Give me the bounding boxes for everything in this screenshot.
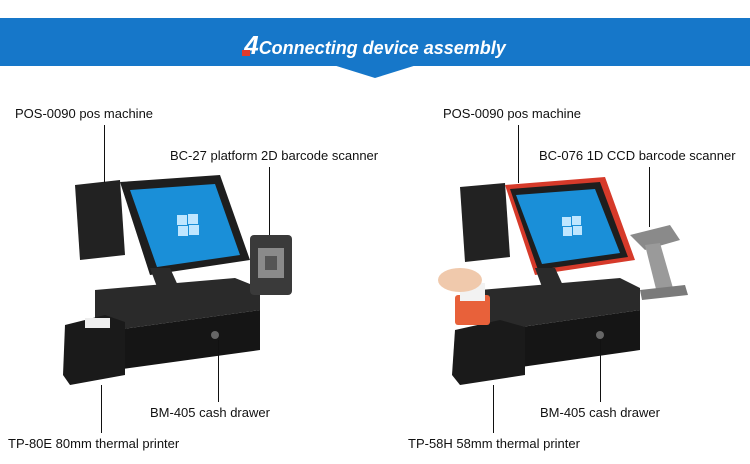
- left-printer-label: TP-80E 80mm thermal printer: [8, 436, 180, 451]
- section-title-text: Connecting device assembly: [258, 38, 506, 58]
- section-title: 4Connecting device assembly: [0, 30, 750, 61]
- section-number: 4: [244, 30, 259, 60]
- customer-display-left: [75, 180, 125, 260]
- left-drawer-leader: [218, 340, 219, 402]
- banner-notch: [330, 64, 420, 78]
- right-pos-label: POS-0090 pos machine: [443, 106, 582, 121]
- hand-illustration: [438, 268, 482, 292]
- pos-screen-right: [505, 177, 635, 295]
- right-setup-illustration: [438, 177, 688, 385]
- customer-display-right: [460, 183, 510, 262]
- left-pos-leader: [104, 125, 105, 183]
- platform-scanner-left: [250, 235, 292, 295]
- cash-drawer-left: [95, 278, 260, 370]
- right-drawer-leader: [600, 340, 601, 402]
- right-printer-label: TP-58H 58mm thermal printer: [408, 436, 580, 451]
- left-scanner-label: BC-27 platform 2D barcode scanner: [170, 148, 379, 163]
- cash-drawer-right: [480, 278, 640, 370]
- left-pos-label: POS-0090 pos machine: [15, 106, 154, 121]
- handheld-scanner-right: [630, 225, 688, 300]
- left-printer-leader: [101, 385, 102, 433]
- thermal-printer-left: [63, 315, 125, 385]
- right-scanner-leader: [649, 167, 650, 227]
- right-printer-leader: [493, 385, 494, 433]
- left-drawer-label: BM-405 cash drawer: [150, 405, 270, 420]
- left-scanner-leader: [269, 167, 270, 235]
- right-scanner-label: BC-076 1D CCD barcode scanner: [539, 148, 736, 163]
- right-pos-leader: [518, 125, 519, 183]
- header-banner: [0, 18, 750, 66]
- right-drawer-label: BM-405 cash drawer: [540, 405, 660, 420]
- pos-screen-left: [120, 175, 250, 295]
- left-setup-illustration: [63, 175, 292, 385]
